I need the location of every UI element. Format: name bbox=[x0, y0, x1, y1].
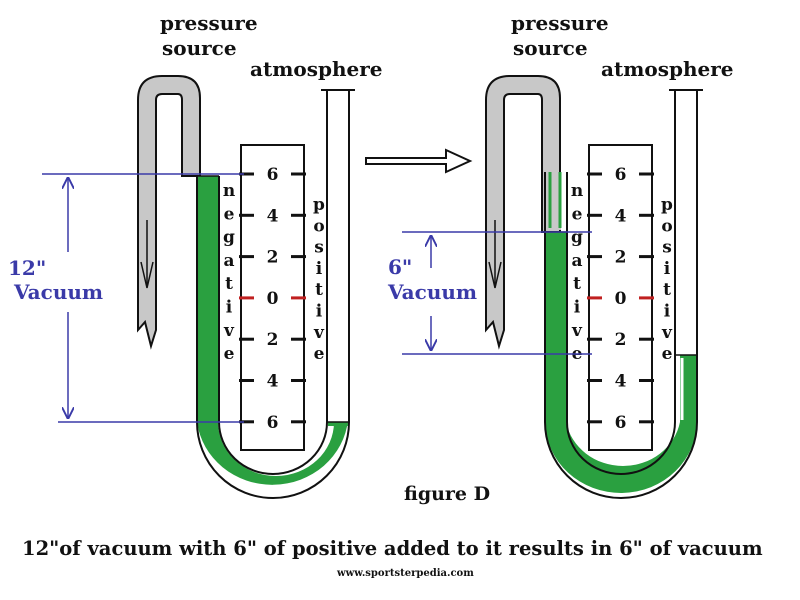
atmosphere-label-left: atmosphere bbox=[250, 57, 382, 81]
pressure-source-label-left-1: pressure bbox=[160, 11, 258, 35]
pressure-source-label-left-2: source bbox=[162, 36, 237, 60]
scale-label: 6 bbox=[267, 413, 279, 433]
atmosphere-label-right: atmosphere bbox=[601, 57, 733, 81]
scale-label: 4 bbox=[267, 206, 279, 226]
scale-label: 2 bbox=[267, 248, 279, 268]
website-credit: www.sportsterpedia.com bbox=[336, 568, 474, 579]
scale-label: 4 bbox=[615, 372, 627, 392]
vacuum-dimension-right: 6" Vacuum bbox=[387, 231, 592, 355]
vacuum-unit-left: Vacuum bbox=[13, 280, 103, 304]
figure-label: figure D bbox=[404, 483, 490, 505]
pressure-source-label-right-2: source bbox=[513, 36, 588, 60]
left-leg-air bbox=[549, 172, 561, 230]
u-tube-inner bbox=[218, 90, 328, 475]
scale-label: 6 bbox=[615, 413, 627, 433]
scale-label: 6 bbox=[267, 165, 279, 185]
pressure-source-label-right-1: pressure bbox=[511, 11, 609, 35]
flow-arrowhead bbox=[488, 261, 502, 289]
scale-label: 6 bbox=[615, 165, 627, 185]
transition-arrow bbox=[365, 148, 473, 174]
scale-label: 4 bbox=[615, 206, 627, 226]
scale-label: 4 bbox=[267, 372, 279, 392]
right-leg-fluid-top bbox=[328, 422, 348, 426]
vacuum-unit-right: Vacuum bbox=[387, 280, 477, 304]
u-tube-fluid bbox=[545, 232, 698, 493]
u-tube-fluid bbox=[197, 176, 348, 485]
scale-label: 0 bbox=[615, 289, 627, 309]
u-tube-outer bbox=[544, 90, 698, 499]
right-leg-air bbox=[328, 91, 348, 422]
flow-arrowhead bbox=[140, 261, 154, 289]
vacuum-dimension-left: 12" Vacuum bbox=[8, 173, 244, 423]
vacuum-reading-right: 6" bbox=[388, 255, 412, 279]
vacuum-reading-left: 12" bbox=[8, 256, 46, 280]
scale-label: 2 bbox=[615, 330, 627, 350]
caption: 12"of vacuum with 6" of positive added t… bbox=[22, 537, 763, 560]
right-leg-air bbox=[676, 91, 696, 355]
scale-label: 2 bbox=[615, 248, 627, 268]
scale-label: 0 bbox=[267, 289, 279, 309]
pressure-source-pipe bbox=[137, 75, 201, 350]
u-tube-outer bbox=[196, 90, 350, 499]
u-tube-inner bbox=[566, 90, 676, 475]
scale-label: 2 bbox=[267, 330, 279, 350]
